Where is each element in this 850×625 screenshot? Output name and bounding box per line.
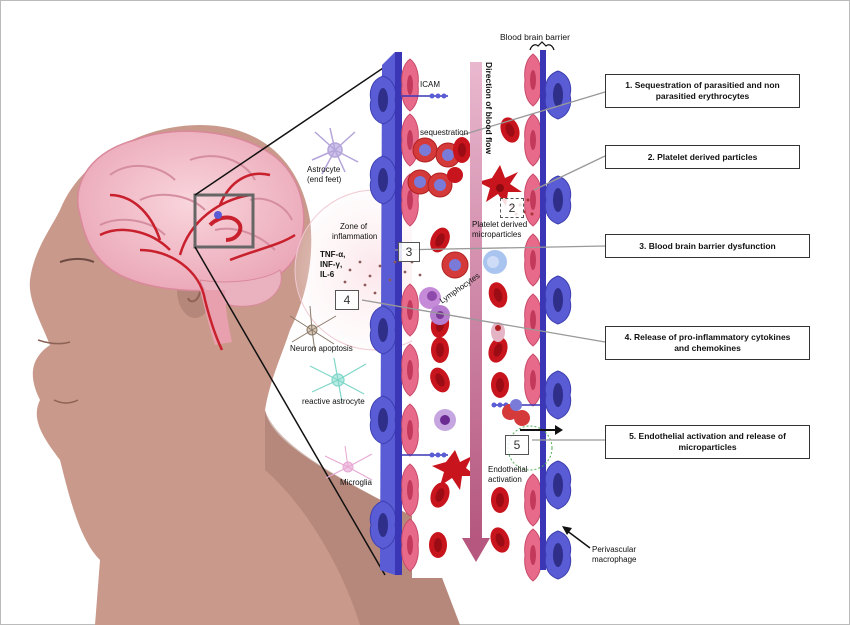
flow-arrow [470, 62, 482, 540]
callout-1-line1: 1. Sequestration of parasitied and non [625, 80, 780, 91]
microglia [324, 445, 373, 481]
cytokine-label-2: INF-γ, [320, 260, 343, 269]
perivascular-label-1: Perivascular [592, 545, 637, 554]
marker-4: 4 [335, 290, 359, 310]
endothelial-label-1: Endothelial [488, 465, 528, 474]
callout-5-line1: 5. Endothelial activation and release of [629, 431, 786, 442]
marker-2: 2 [500, 198, 524, 218]
reactive-astrocyte-label: reactive astrocyte [302, 397, 365, 406]
callout-5: 5. Endothelial activation and release of… [605, 425, 810, 459]
neuron-apoptosis [289, 305, 337, 353]
reactive-astrocyte [309, 357, 367, 403]
brain [77, 130, 305, 351]
callout-1-line2: parasitied erythrocytes [655, 91, 750, 101]
endothelial-label-2: activation [488, 475, 522, 484]
callout-4: 4. Release of pro-inflammatory cytokines… [605, 326, 810, 360]
marker-5: 5 [505, 435, 529, 455]
callout-2-line1: 2. Platelet derived particles [647, 151, 758, 162]
bbb-bracket [529, 41, 555, 51]
zoom-line-top [194, 59, 396, 196]
cytokine-label-3: IL-6 [320, 270, 335, 279]
zoom-line-bottom [194, 246, 386, 576]
sequestration-label: sequestration [420, 128, 469, 137]
perivascular-label-2: macrophage [592, 555, 637, 564]
bbb-label: Blood brain barrier [500, 32, 570, 42]
callout-5-line2: microparticles [678, 442, 737, 452]
microglia-label: Microglia [340, 478, 373, 487]
icam-label: ICAM [420, 80, 440, 89]
astrocyte-end-feet-label: (end feet) [307, 175, 342, 184]
zone-label-line1: Zone of [340, 222, 368, 231]
blood-flow-label: Direction of blood flow [484, 62, 494, 155]
callout-3-line1: 3. Blood brain barrier dysfunction [639, 240, 776, 251]
astrocyte-label: Astrocyte [307, 165, 341, 174]
neuron-apoptosis-label: Neuron apoptosis [290, 344, 353, 353]
callout-2: 2. Platelet derived particles [605, 145, 800, 169]
callout-4-line2: and chemokines [674, 343, 741, 353]
platelet-microparticles-label-2: microparticles [472, 230, 522, 239]
zone-label-line2: inflammation [332, 232, 378, 241]
magnifier-box [193, 193, 255, 249]
sequestered-cluster [407, 137, 463, 198]
callout-1: 1. Sequestration of parasitied and non p… [605, 74, 800, 108]
callout-4-line1: 4. Release of pro-inflammatory cytokines [624, 332, 791, 343]
callout-3: 3. Blood brain barrier dysfunction [605, 234, 810, 258]
marker-3: 3 [398, 242, 420, 262]
astrocyte-end-feet [311, 127, 359, 175]
cytokine-label-1: TNF-α, [320, 250, 346, 259]
platelet [478, 165, 522, 206]
platelet-microparticles-label-1: Platelet derived [472, 220, 528, 229]
